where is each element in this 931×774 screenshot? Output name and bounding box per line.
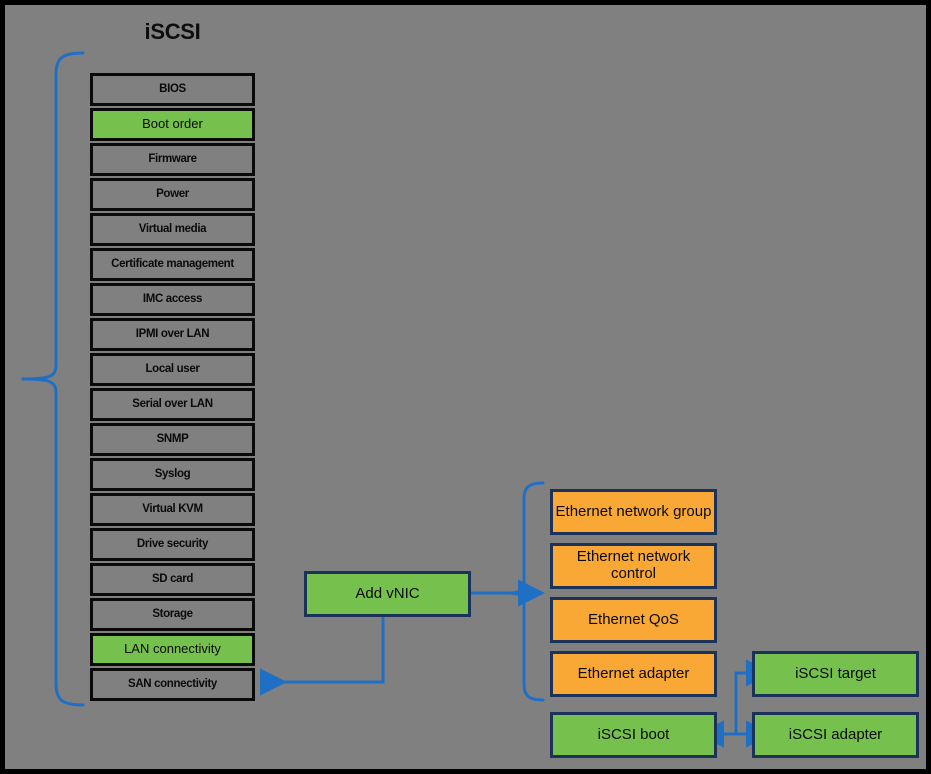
vnic-policy-ethernet-network-group[interactable]: Ethernet network group bbox=[550, 489, 717, 535]
policy-item-lan-connectivity[interactable]: LAN connectivity bbox=[90, 633, 255, 666]
add-vnic-to-san-connectivity-arrow bbox=[260, 617, 385, 696]
policy-item-san-connectivity[interactable]: SAN connectivity bbox=[90, 668, 255, 701]
vnic-policy-ethernet-qos[interactable]: Ethernet QoS bbox=[550, 597, 717, 643]
policy-item-serial-over-lan[interactable]: Serial over LAN bbox=[90, 388, 255, 421]
policy-item-boot-order[interactable]: Boot order bbox=[90, 108, 255, 141]
policy-item-bios[interactable]: BIOS bbox=[90, 73, 255, 106]
policy-item-power[interactable]: Power bbox=[90, 178, 255, 211]
add-vnic-node[interactable]: Add vNIC bbox=[304, 571, 471, 617]
policy-item-virtual-media[interactable]: Virtual media bbox=[90, 213, 255, 246]
vnic-policy-ethernet-adapter[interactable]: Ethernet adapter bbox=[550, 651, 717, 697]
iscsi-policy-adapter[interactable]: iSCSI adapter bbox=[752, 712, 919, 758]
vnic-policy-iscsi-boot[interactable]: iSCSI boot bbox=[550, 712, 717, 758]
iscsi-boot-connector bbox=[697, 659, 773, 748]
vnic-policy-ethernet-network-control[interactable]: Ethernet network control bbox=[550, 543, 717, 589]
policy-item-firmware[interactable]: Firmware bbox=[90, 143, 255, 176]
policy-item-drive-security[interactable]: Drive security bbox=[90, 528, 255, 561]
policy-item-certificate-management[interactable]: Certificate management bbox=[90, 248, 255, 281]
policy-item-imc-access[interactable]: IMC access bbox=[90, 283, 255, 316]
policy-item-sd-card[interactable]: SD card bbox=[90, 563, 255, 596]
policy-item-ipmi-over-lan[interactable]: IPMI over LAN bbox=[90, 318, 255, 351]
policy-item-snmp[interactable]: SNMP bbox=[90, 423, 255, 456]
policy-stack-brace bbox=[21, 51, 85, 707]
policy-item-virtual-kvm[interactable]: Virtual KVM bbox=[90, 493, 255, 526]
policy-item-local-user[interactable]: Local user bbox=[90, 353, 255, 386]
policy-item-storage[interactable]: Storage bbox=[90, 598, 255, 631]
vnic-policy-brace bbox=[506, 481, 545, 702]
page-title: iSCSI bbox=[144, 19, 201, 44]
iscsi-policy-target[interactable]: iSCSI target bbox=[752, 651, 919, 697]
policy-item-syslog[interactable]: Syslog bbox=[90, 458, 255, 491]
